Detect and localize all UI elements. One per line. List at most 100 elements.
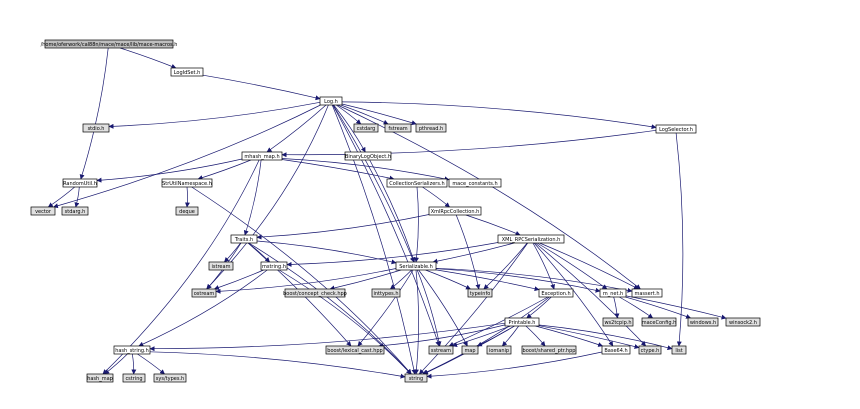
node-label-windows: windows.h	[690, 320, 716, 326]
node-istream: istream	[208, 261, 234, 271]
edge-RandomUtil-to-vector	[47, 186, 75, 208]
node-box-sstream	[428, 345, 454, 355]
edge-CollectionSerializers-to-Serializable	[414, 186, 419, 263]
node-box-lexical_cast	[325, 345, 385, 355]
node-box-root	[44, 39, 174, 49]
edge-XmlRpcCollection-to-typeinfo	[455, 214, 481, 290]
node-label-stdarg: stdarg.h	[65, 209, 86, 215]
node-winsock2: winsock2.h	[725, 317, 761, 327]
node-ws2tcpip: ws2tcpip.h	[602, 317, 634, 327]
node-box-stdio	[82, 123, 110, 133]
node-layer: /home/oferwork/cal88n/mace/mace/lib/mace…	[30, 39, 761, 383]
node-label-mhash_map: mhash_map.h	[244, 154, 279, 160]
edge-Log-to-Serializable	[332, 104, 415, 263]
node-root[interactable]: /home/oferwork/cal88n/mace/mace/lib/mace…	[41, 39, 178, 49]
node-inttypes: inttypes.h	[371, 288, 401, 298]
edge-m_net-to-windows	[625, 296, 692, 319]
node-label-sstream: sstream	[431, 348, 451, 354]
node-box-Base64	[601, 345, 631, 355]
node-iomanip: iomanip	[486, 345, 512, 355]
edge-Exception-to-Printable	[526, 296, 552, 319]
node-box-winsock2	[725, 317, 761, 327]
edge-Log-to-massert	[337, 104, 641, 290]
edge-mhash_map-to-RandomUtil	[96, 158, 243, 183]
node-label-LogSelector: LogSelector.h	[659, 127, 693, 133]
node-box-XML_RPCSerialization	[497, 234, 565, 244]
node-box-Exception	[538, 288, 574, 298]
node-box-hash_map	[86, 373, 114, 383]
node-CollectionSerializers[interactable]: CollectionSerializers.h	[386, 178, 448, 188]
edge-Serializable-to-inttypes	[390, 269, 412, 290]
node-Base64[interactable]: Base64.h	[601, 345, 631, 355]
node-Log[interactable]: Log.h	[319, 96, 343, 106]
edge-XML_RPCSerialization-to-m_net	[536, 242, 608, 290]
node-ostream: ostream	[191, 288, 217, 298]
node-mace_constants[interactable]: mace_constants.h	[448, 178, 502, 188]
node-stdarg: stdarg.h	[61, 206, 89, 216]
node-XmlRpcCollection[interactable]: XmlRpcCollection.h	[428, 206, 482, 216]
node-m_net[interactable]: m_net.h	[599, 288, 627, 298]
node-Serializable[interactable]: Serializable.h	[395, 261, 437, 271]
edge-XML_RPCSerialization-to-massert	[539, 242, 639, 290]
node-fstream: fstream	[384, 123, 412, 133]
edge-Log-to-fstream	[340, 104, 389, 125]
node-label-massert: massert.h	[635, 291, 660, 297]
edge-Log-to-sstream	[332, 104, 441, 347]
node-Traits[interactable]: Traits.h	[230, 234, 258, 244]
node-box-hash_string	[113, 345, 151, 355]
node-string: string	[404, 373, 428, 383]
node-mhash_map[interactable]: mhash_map.h	[241, 151, 283, 161]
node-box-mace_constants	[448, 178, 502, 188]
node-windows: windows.h	[687, 317, 719, 327]
node-label-mace_constants: mace_constants.h	[452, 181, 497, 187]
edge-XML_RPCSerialization-to-Serializable	[432, 242, 515, 264]
node-box-ostream	[191, 288, 217, 298]
node-box-Traits	[230, 234, 258, 244]
node-BinaryLogObject[interactable]: BinaryLogObject.h	[344, 151, 392, 161]
node-label-iomanip: iomanip	[489, 348, 509, 354]
node-box-typeinfo	[467, 288, 493, 298]
node-massert[interactable]: massert.h	[631, 288, 663, 298]
node-stdio: stdio.h	[82, 123, 110, 133]
node-label-RandomUtil: RandomUtil.h	[63, 181, 97, 187]
node-Printable[interactable]: Printable.h	[504, 317, 540, 327]
edge-mhash_map-to-hash_map	[102, 159, 260, 375]
node-LogSelector[interactable]: LogSelector.h	[655, 124, 697, 134]
edge-Traits-to-string	[248, 242, 412, 375]
node-StrUtilNamespace[interactable]: StrUtilNamespace.h	[161, 178, 213, 188]
edge-Base64-to-string	[426, 351, 603, 379]
node-label-sys_types: sys/types.h	[156, 376, 184, 382]
node-typeinfo: typeinfo	[467, 288, 493, 298]
node-hash_string[interactable]: hash_string.h	[113, 345, 151, 355]
node-label-deque: deque	[179, 209, 195, 215]
node-label-Exception: Exception.h	[541, 291, 570, 297]
node-deque: deque	[175, 206, 199, 216]
edge-LogIdSet-to-Log	[202, 74, 321, 101]
node-mstring[interactable]: mstring.h	[260, 261, 288, 271]
edge-Traits-to-mstring	[248, 242, 270, 263]
node-label-Traits: Traits.h	[234, 237, 253, 243]
edge-Log-to-mhash_map	[266, 104, 327, 153]
node-LogIdSet[interactable]: LogIdSet.h	[170, 67, 204, 77]
edge-XML_RPCSerialization-to-typeinfo	[483, 242, 528, 290]
node-label-Log: Log.h	[324, 99, 338, 105]
node-box-deque	[175, 206, 199, 216]
node-label-XML_RPCSerialization: XML_RPCSerialization.h	[502, 237, 561, 243]
node-XML_RPCSerialization[interactable]: XML_RPCSerialization.h	[497, 234, 565, 244]
node-box-StrUtilNamespace	[161, 178, 213, 188]
node-label-cstring: cstring	[125, 376, 142, 382]
edge-hash_string-to-cstring	[131, 353, 137, 375]
edge-LogSelector-to-mhash_map	[281, 129, 657, 158]
node-label-stdio: stdio.h	[88, 126, 105, 132]
node-box-BinaryLogObject	[344, 151, 392, 161]
node-label-inttypes: inttypes.h	[373, 291, 398, 297]
node-label-ws2tcpip: ws2tcpip.h	[604, 320, 631, 326]
node-RandomUtil[interactable]: RandomUtil.h	[62, 178, 98, 188]
node-Exception[interactable]: Exception.h	[538, 288, 574, 298]
edge-mstring-to-hash_string	[138, 269, 268, 347]
edge-Serializable-to-map	[418, 269, 468, 347]
node-box-windows	[687, 317, 719, 327]
edge-XML_RPCSerialization-to-ctype	[535, 242, 647, 347]
node-label-Serializable: Serializable.h	[399, 264, 433, 270]
